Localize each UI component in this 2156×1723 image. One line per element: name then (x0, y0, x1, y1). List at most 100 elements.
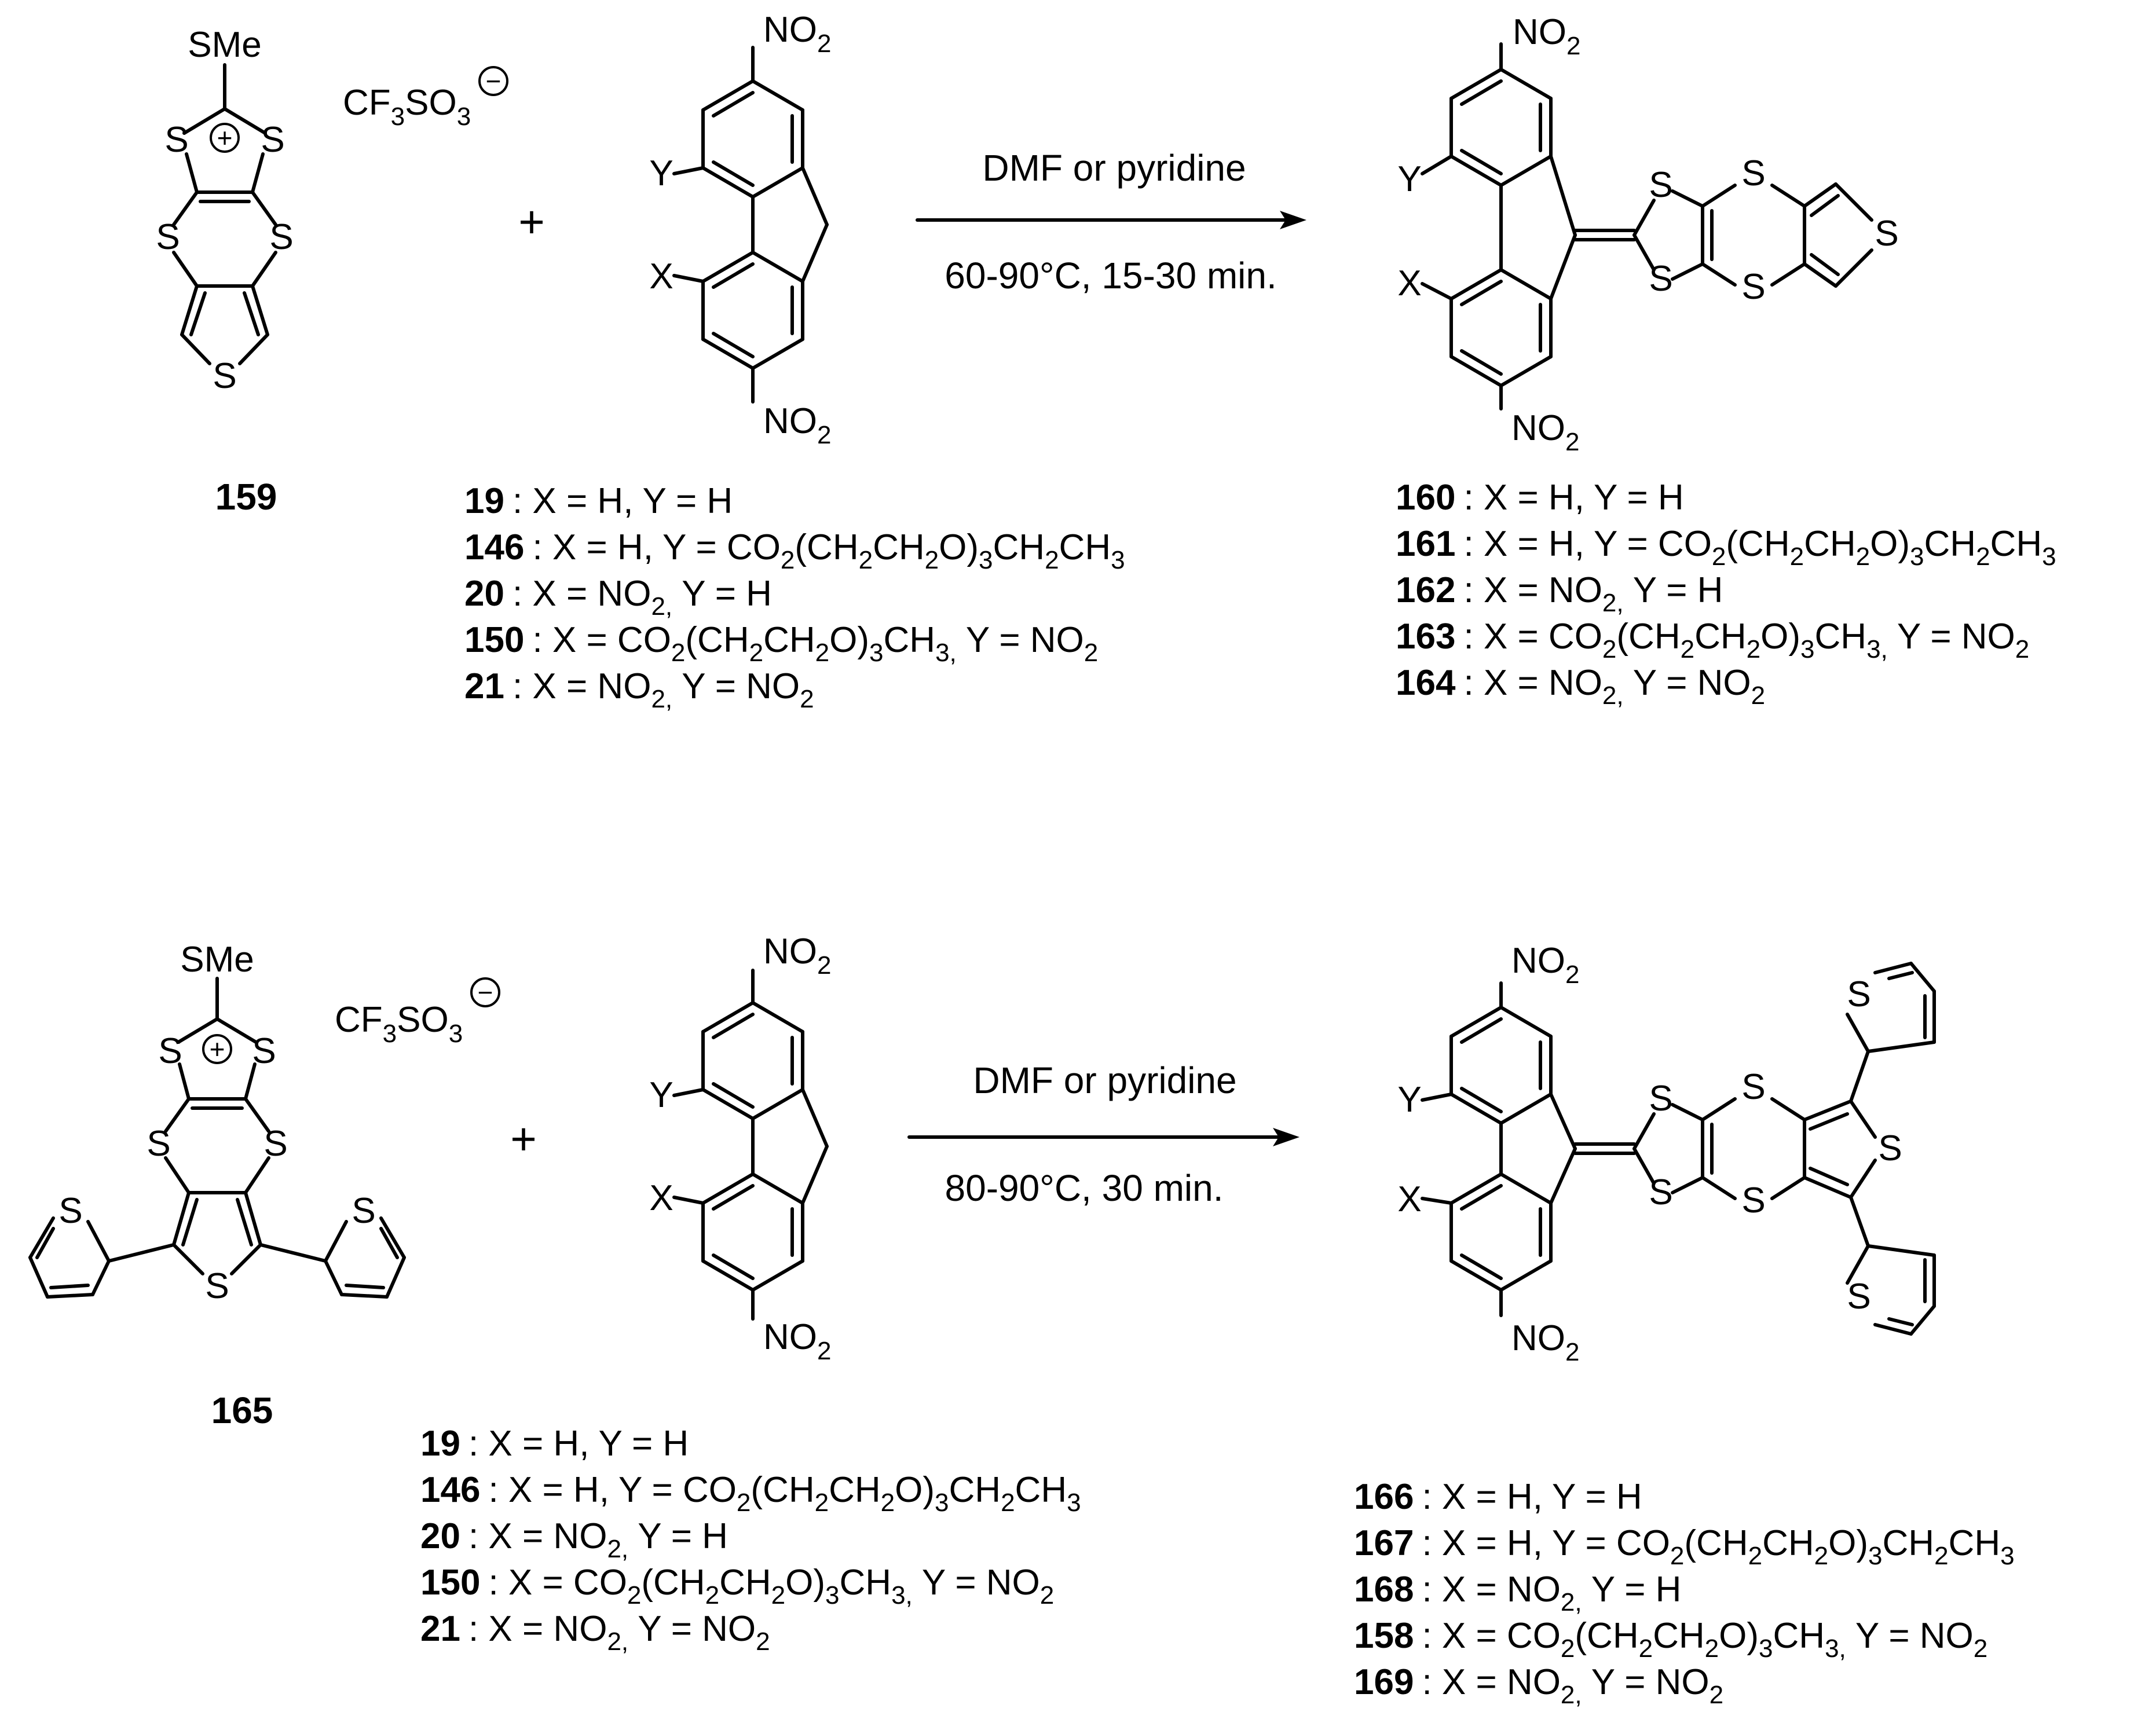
bond (259, 1243, 327, 1263)
sulfur-atom: S (1741, 153, 1765, 193)
legend-line: 21: X = NO2, Y = NO2 (420, 1609, 770, 1656)
sulfur-atom: S (147, 1124, 170, 1164)
legend-line: 163: X = CO2(CH2CH2O)3CH3, Y = NO2 (1396, 617, 2029, 663)
bond (1873, 962, 1913, 974)
bond (1449, 1093, 1503, 1125)
reaction-arrow: DMF or pyridine 60-90°C, 15-30 min. (916, 147, 1306, 296)
plus-sign: + (510, 1113, 537, 1164)
compound-number: 165 (211, 1390, 273, 1431)
bond (251, 251, 277, 288)
sulfur-atom: S (213, 356, 236, 396)
sulfur-atom: S (1649, 259, 1672, 299)
sulfur-atom: S (1741, 1067, 1765, 1107)
bond (751, 79, 804, 112)
bond (1701, 1097, 1737, 1121)
legend-line: 161: X = H, Y = CO2(CH2CH2O)3CH2CH3 (1396, 524, 2056, 571)
bond (751, 1259, 804, 1292)
bond (1421, 1197, 1453, 1205)
bond (236, 1198, 253, 1247)
scheme-2: SMe S S + S S S S S CF3SO3 − 165 + (28, 932, 2015, 1709)
legend-line: 158: X = CO2(CH2CH2O)3CH3, Y = NO2 (1354, 1616, 1987, 1663)
bond (1810, 194, 1840, 217)
legend-line: 150: X = CO2(CH2CH2O)3CH3, Y = NO2 (420, 1563, 1054, 1610)
reaction-reagent: DMF or pyridine (982, 147, 1246, 189)
bond (1770, 184, 1806, 208)
counterion-formula: CF3SO3 (343, 83, 471, 131)
bond (751, 251, 804, 283)
bond (1849, 1196, 1870, 1248)
nitro-group: NO2 (1511, 941, 1579, 989)
bond (712, 332, 755, 358)
bond (1873, 1323, 1913, 1336)
bond (1460, 280, 1503, 306)
minus-charge-circle (470, 977, 500, 1007)
bond (1846, 1013, 1870, 1053)
arrow-head (1280, 211, 1306, 229)
plus-charge: + (217, 123, 233, 153)
bond (1499, 68, 1553, 100)
legend-line: 162: X = NO2, Y = H (1396, 570, 1723, 617)
bond (712, 1253, 755, 1280)
minus-charge-circle (478, 66, 508, 96)
bond (172, 251, 199, 288)
bond (701, 1001, 755, 1033)
legend-line: 19: X = H, Y = H (420, 1424, 689, 1464)
bond (215, 1017, 258, 1044)
bond (1449, 155, 1503, 187)
arrow-head (1273, 1128, 1300, 1146)
product-fluorenylidene-ttf-thienyl: NO2 Y X NO2 S S S S S S S (1397, 941, 1936, 1366)
bond (1449, 1006, 1503, 1038)
bond (1803, 1099, 1853, 1121)
legend-line: 19: X = H, Y = H (464, 481, 733, 521)
reactant-legend: 19: X = H, Y = H 146: X = H, Y = CO2(CH2… (464, 481, 1125, 713)
bond (1499, 1259, 1553, 1292)
bond (672, 1088, 705, 1097)
reactant-legend: 19: X = H, Y = H 146: X = H, Y = CO2(CH2… (420, 1424, 1081, 1656)
bond (324, 1220, 348, 1263)
sulfur-atom: S (263, 1124, 287, 1164)
counterion-formula: CF3SO3 (335, 1000, 463, 1048)
bond (244, 1156, 270, 1194)
bond (164, 1097, 191, 1133)
bond (1887, 1317, 1914, 1326)
bond (751, 338, 804, 370)
bond (1460, 349, 1503, 376)
bond (1499, 1172, 1553, 1205)
bond (1671, 189, 1704, 208)
bond (712, 1013, 755, 1039)
bond (35, 1227, 55, 1259)
bond (1803, 1176, 1853, 1199)
nitro-group: NO2 (763, 10, 831, 58)
legend-line: 150: X = CO2(CH2CH2O)3CH3, Y = NO2 (464, 620, 1098, 667)
bond (251, 284, 269, 336)
sulfur-atom: S (156, 217, 180, 257)
bond (1849, 1159, 1877, 1199)
bond (1803, 262, 1837, 288)
bond (701, 1259, 755, 1292)
bond (1460, 1184, 1503, 1211)
bond (28, 1216, 55, 1259)
bond (1770, 1097, 1806, 1121)
legend-line: 20: X = NO2, Y = H (464, 574, 772, 621)
bond (701, 166, 755, 199)
bond (1809, 1167, 1849, 1186)
minus-charge: − (486, 66, 502, 96)
sulfur-atom: S (252, 1031, 276, 1071)
legend-line: 168: X = NO2, Y = H (1354, 1570, 1681, 1616)
plus-charge-circle (210, 123, 240, 153)
bond (28, 1256, 49, 1299)
legend-line: 160: X = H, Y = H (1396, 478, 1684, 518)
bond (223, 107, 267, 135)
legend-line: 146: X = H, Y = CO2(CH2CH2O)3CH2CH3 (420, 1470, 1081, 1517)
bond (1421, 155, 1453, 175)
bond (801, 223, 829, 283)
bond (1449, 268, 1503, 300)
legend-line: 167: X = H, Y = CO2(CH2CH2O)3CH2CH3 (1354, 1523, 2015, 1570)
bond (91, 1259, 111, 1296)
bond (1632, 1112, 1656, 1150)
bond (1632, 233, 1656, 272)
bond (244, 1097, 270, 1133)
bond (180, 333, 211, 365)
bond (1460, 1087, 1503, 1113)
y-substituent: Y (649, 1075, 673, 1115)
